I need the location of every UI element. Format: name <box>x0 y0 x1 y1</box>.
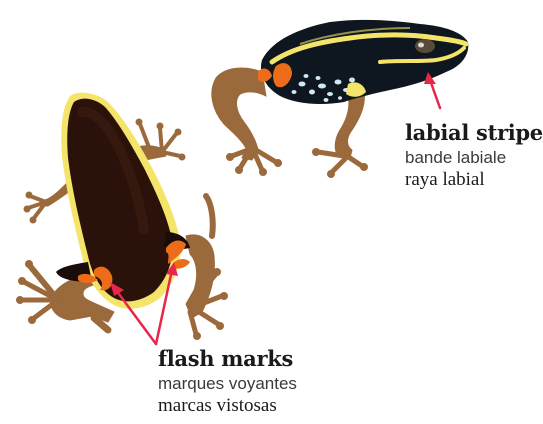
labial-stripe-label-en: labial stripe <box>405 122 543 143</box>
labial-stripe-label-es: raya labial <box>405 170 543 189</box>
flash-marks-label-fr: marques voyantes <box>158 375 297 392</box>
frog-side-eye <box>415 39 435 53</box>
labial-stripe-label-fr: bande labiale <box>405 149 543 166</box>
flash-marks-label-es: marcas vistosas <box>158 396 297 415</box>
flash-marks-label-en: flash marks <box>158 348 297 369</box>
frog-dorsal-view <box>17 93 228 340</box>
flash-marks-label-group: flash marks marques voyantes marcas vist… <box>158 348 297 415</box>
frog-front-left-leg <box>24 180 74 223</box>
frog-side-front-leg <box>313 92 368 178</box>
labial-stripe-label-group: labial stripe bande labiale raya labial <box>405 122 543 189</box>
frog-hind-right-leg <box>186 196 228 340</box>
